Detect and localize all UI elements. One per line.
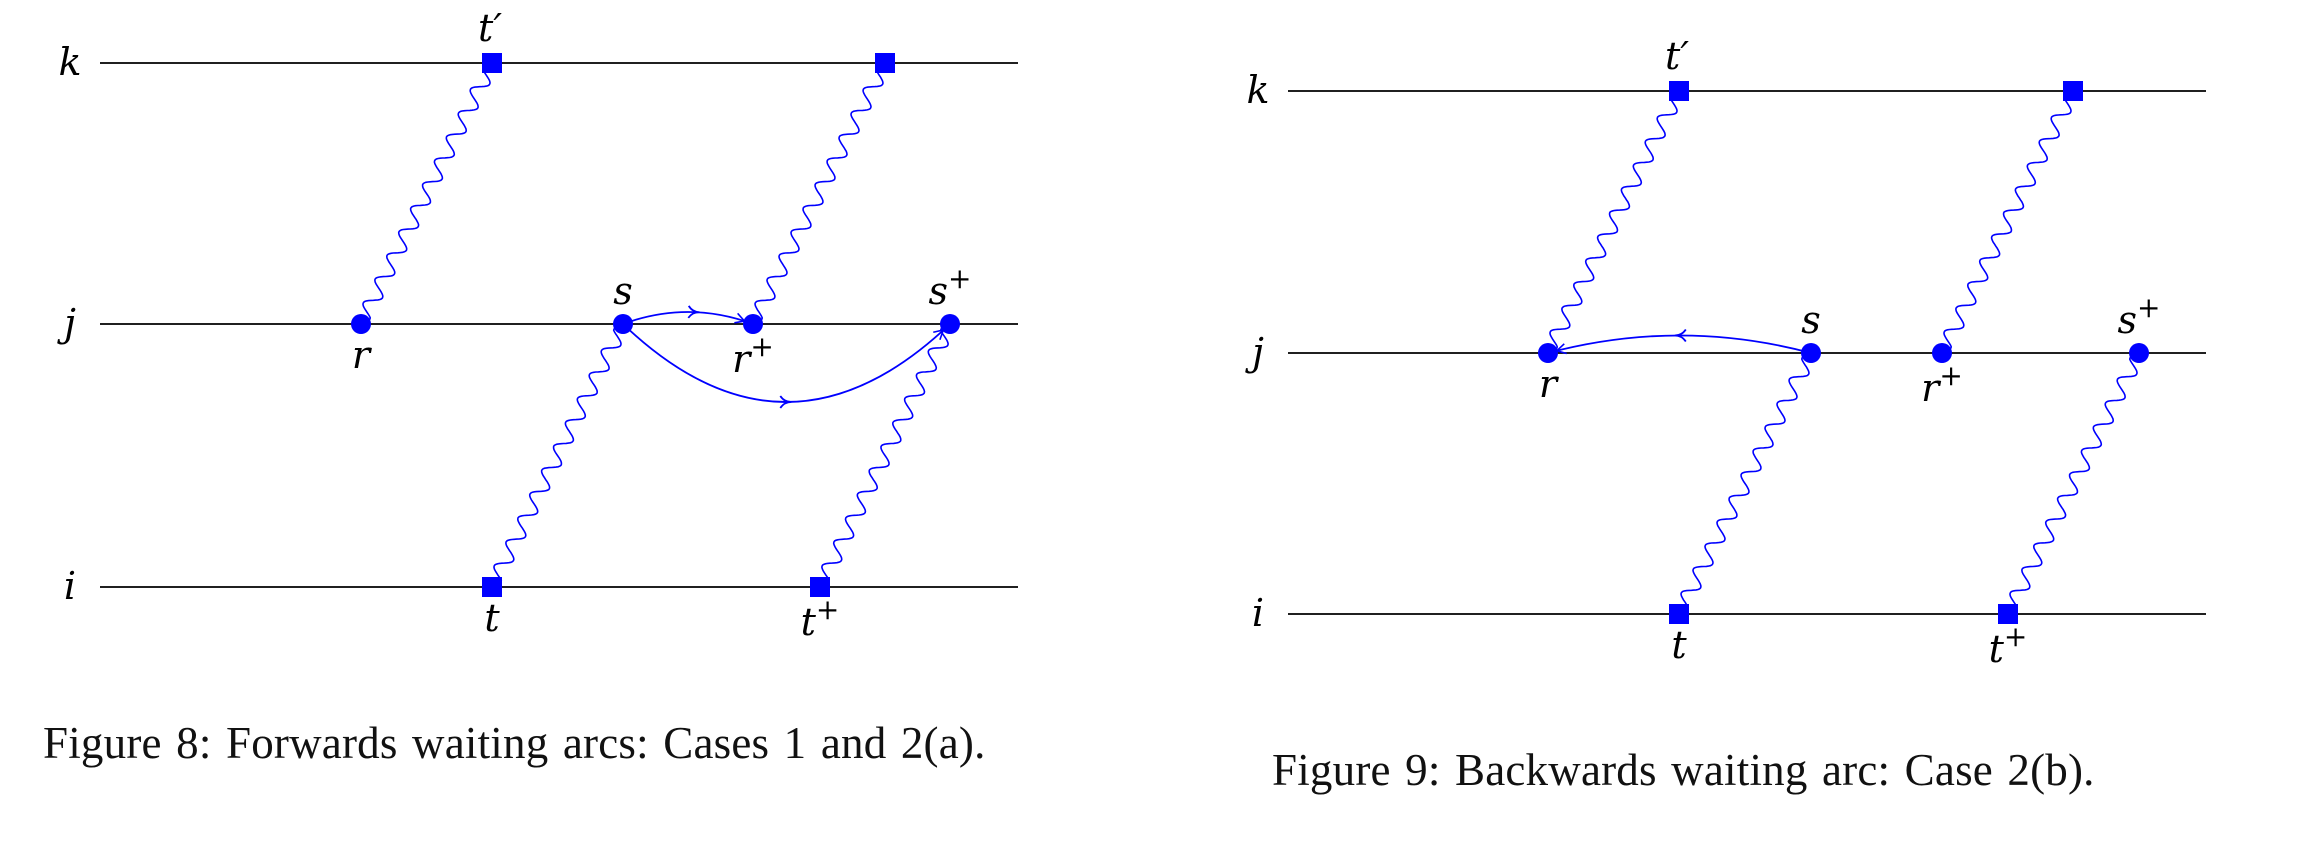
- node-label-r: r: [352, 333, 373, 377]
- node-label-t_prime: t′: [478, 6, 502, 50]
- node-label-t: t: [484, 596, 500, 640]
- wavy-edge-r-t_prime: [1547, 90, 1680, 354]
- row-label-k: k: [1246, 68, 1269, 112]
- figure-8-caption: Figure 8: Forwards waiting arcs: Cases 1…: [43, 718, 986, 768]
- node-t-square: [482, 577, 502, 597]
- row-label-i: i: [64, 564, 76, 608]
- node-r-circle: [1538, 343, 1558, 363]
- node-label-s_plus: s+: [2118, 291, 2161, 342]
- row-label-j: j: [57, 301, 76, 345]
- row-label-k: k: [58, 40, 81, 84]
- wavy-edge-t_plus-s_plus: [819, 323, 951, 588]
- node-t_plus-square: [810, 577, 830, 597]
- node-s-circle: [1801, 343, 1821, 363]
- wavy-edge-t-s: [491, 323, 624, 588]
- node-t_prime-square: [1669, 81, 1689, 101]
- node-label-r_plus: r+: [1921, 359, 1963, 410]
- node-t_plus-square: [1998, 604, 2018, 624]
- node-t-square: [1669, 604, 1689, 624]
- row-label-i: i: [1252, 591, 1264, 635]
- node-label-t_plus: t+: [801, 593, 840, 644]
- node-r_plus-circle: [743, 314, 763, 334]
- arrowhead-s-r: [1674, 328, 1687, 343]
- arrowhead-s-s_plus: [779, 395, 792, 409]
- node-label-t_prime: t′: [1665, 34, 1689, 78]
- waiting-arc-s-s_plus: [622, 323, 951, 403]
- node-label-t_plus: t+: [1989, 620, 2028, 671]
- fig8-diagram: k j i t′ r s r+ s+ t t+: [57, 6, 1018, 644]
- node-label-r: r: [1539, 362, 1560, 406]
- node-r-circle: [351, 314, 371, 334]
- node-label-t: t: [1671, 623, 1687, 667]
- node-r_plus-circle: [1932, 343, 1952, 363]
- node-label-r_plus: r+: [732, 330, 774, 381]
- figure-9-caption: Figure 9: Backwards waiting arc: Case 2(…: [1272, 745, 2095, 795]
- row-label-j: j: [1245, 330, 1264, 374]
- node-label-s: s: [613, 269, 633, 313]
- node-s-circle: [613, 314, 633, 334]
- wavy-edge-t-s: [1678, 352, 1812, 615]
- node-label-s_plus: s+: [929, 262, 972, 313]
- waiting-arc-s-r_plus: [622, 311, 754, 325]
- node-s_plus-circle: [2129, 343, 2149, 363]
- node-k2-square: [875, 53, 895, 73]
- wavy-edge-r-t_prime: [360, 62, 493, 325]
- fig9-diagram: k j i t′ r s r+ s+ t t+: [1245, 34, 2206, 671]
- wavy-edge-t_plus-s_plus: [2007, 352, 2140, 615]
- node-t_prime-square: [482, 53, 502, 73]
- node-k2-square: [2063, 81, 2083, 101]
- node-s_plus-circle: [940, 314, 960, 334]
- waiting-arc-s-r: [1547, 334, 1812, 354]
- wavy-edge-r_plus-k2: [1941, 90, 2074, 354]
- wavy-edge-r_plus-k2: [752, 62, 886, 325]
- node-label-s: s: [1801, 298, 1821, 342]
